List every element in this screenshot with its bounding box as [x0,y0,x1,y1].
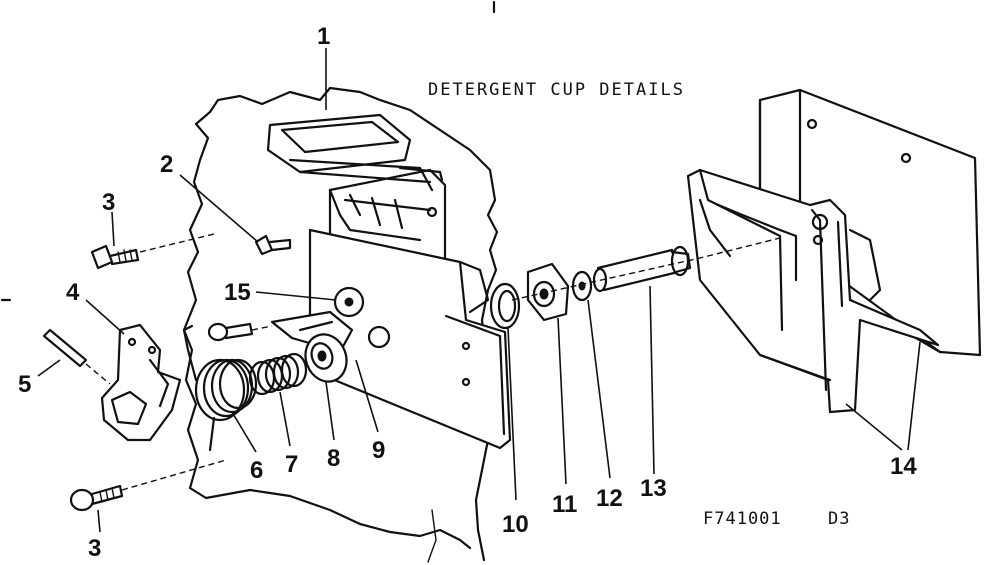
callout-3-bottom: 3 [88,535,101,562]
screw-bottom [69,484,124,512]
shaft-nut [526,262,570,322]
latch-pin [42,328,88,368]
callout-8: 8 [327,445,340,472]
axis-line-screw-middle [251,325,273,331]
leader-3-bottom [97,509,101,533]
drawing-code: F741001 [703,509,782,529]
leader-4 [85,299,125,335]
callout-14: 14 [890,453,917,480]
screw-top [90,244,140,270]
mounting-plate [308,228,512,450]
axis-line-pin [85,363,111,385]
leader-9 [355,359,379,433]
callout-4: 4 [66,279,80,306]
callout-2: 2 [160,151,173,178]
axis-line-screw-bottom [121,459,227,491]
leader-7 [279,391,291,447]
screw-middle [207,322,254,342]
callout-11: 11 [552,491,577,518]
torsion-spring [182,324,258,452]
leader-12 [587,299,611,479]
leader-15 [255,291,337,301]
axis-line-shaft [511,237,781,301]
latch-lever [100,323,182,442]
detergent-cup-cover [686,88,982,414]
callout-5: 5 [18,371,31,398]
callout-9: 9 [372,437,385,464]
callout-10: 10 [502,511,529,538]
cam-bushing [304,333,348,383]
drawing-suffix: D3 [828,509,850,529]
callout-1: 1 [317,23,330,50]
leader-11 [557,317,567,485]
leader-6 [231,411,257,453]
leader-8 [325,381,335,441]
callout-13: 13 [640,475,667,502]
small-screw [254,234,292,256]
door-panel-wire [427,509,437,563]
callout-15: 15 [224,279,251,306]
leader-10 [507,327,517,501]
callout-3-top: 3 [102,189,115,216]
leader-5 [37,359,61,377]
axis-line-screw-top [139,233,215,253]
diagram-title: DETERGENT CUP DETAILS [428,80,685,100]
leader-14a [845,403,903,451]
callout-12: 12 [596,485,623,512]
leader-2 [179,174,259,243]
leader-13 [649,285,655,475]
cup-shaft [592,245,692,293]
callout-7: 7 [285,451,298,478]
seal-ring [489,282,521,330]
small-coil-spring [248,352,308,396]
leader-3-top [111,211,115,247]
leader-14b [907,341,921,451]
pivot-screw [333,286,365,318]
callout-6: 6 [250,457,263,484]
